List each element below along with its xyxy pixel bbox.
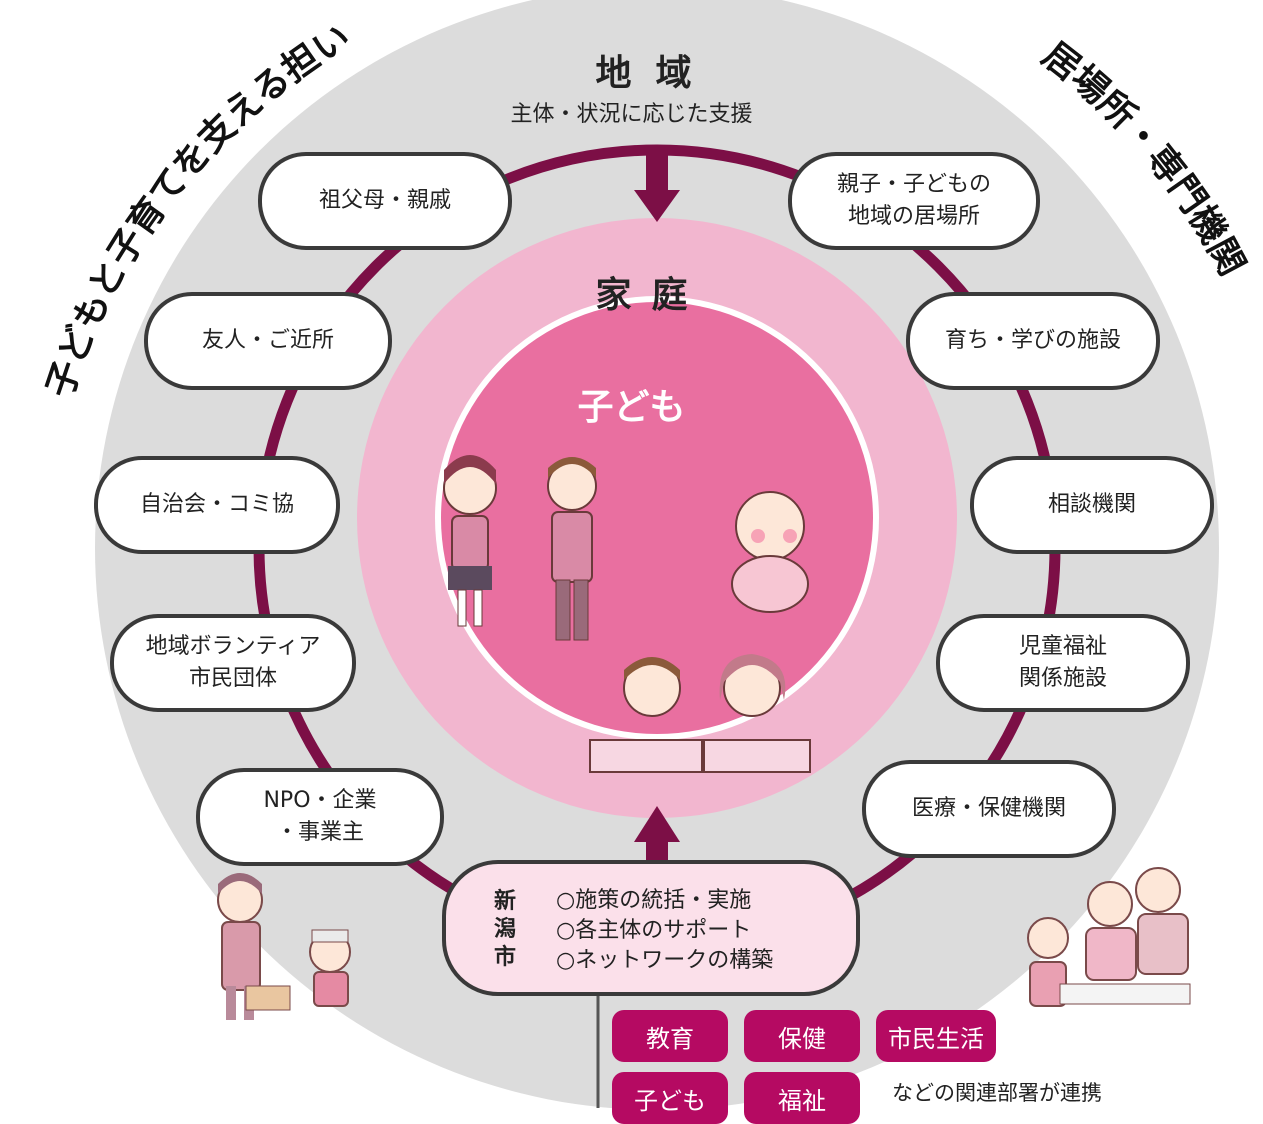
adults-talking-illustration (1027, 867, 1191, 1007)
right-item-label: 相談機関 (1047, 492, 1136, 517)
left-item-label: 友人・ご近所 (201, 328, 334, 353)
niigata-city-box: 新潟市 ○施策の統括・実施 ○各主体のサポート ○ネットワークの構築 (442, 860, 860, 996)
top-down-arrow (634, 150, 680, 222)
city-items: ○施策の統括・実施 ○各主体のサポート ○ネットワークの構築 (556, 886, 773, 976)
right-item-label: 育ち・学びの施設 (944, 328, 1121, 353)
left-item-label: NPO・企業 ・事業主 (263, 788, 377, 845)
left-item-label: 自治会・コミ協 (139, 492, 294, 517)
family-title: 家庭 (595, 275, 708, 316)
city-label: 新潟市 (493, 889, 516, 970)
left-item-npo: NPO・企業 ・事業主 (196, 768, 444, 866)
right-item-label: 医療・保健機関 (911, 796, 1066, 821)
dept-children: 子ども (612, 1072, 728, 1124)
dept-education: 教育 (612, 1010, 728, 1062)
left-item-friends: 友人・ご近所 (144, 292, 392, 390)
right-item-welfare: 児童福祉 関係施設 (936, 614, 1190, 712)
dept-welfare: 福祉 (744, 1072, 860, 1124)
right-item-learning: 育ち・学びの施設 (906, 292, 1160, 390)
department-note: などの関連部署が連携 (892, 1081, 1102, 1105)
left-item-label: 地域ボランティア 市民団体 (145, 634, 321, 691)
right-item-consultation: 相談機関 (970, 456, 1214, 554)
left-item-community: 自治会・コミ協 (94, 456, 340, 554)
right-item-places: 親子・子どもの 地域の居場所 (788, 152, 1040, 250)
dept-health: 保健 (744, 1010, 860, 1062)
left-item-grandparents: 祖父母・親戚 (258, 152, 512, 250)
right-item-medical: 医療・保健機関 (862, 760, 1116, 858)
left-item-label: 祖父母・親戚 (318, 188, 451, 213)
city-item: ○各主体のサポート (556, 918, 752, 943)
region-title: 地域 (595, 53, 716, 94)
city-item: ○ネットワークの構築 (556, 948, 774, 973)
dept-civic-life: 市民生活 (876, 1010, 996, 1062)
children-illustration (443, 455, 811, 773)
child-title: 子ども (577, 387, 686, 428)
elder-and-child-illustration (217, 873, 351, 1020)
region-subtitle: 主体・状況に応じた支援 (510, 102, 753, 127)
right-item-label: 親子・子どもの 地域の居場所 (836, 172, 991, 229)
city-item: ○施策の統括・実施 (556, 888, 752, 913)
child-circle (441, 302, 873, 734)
bottom-up-arrow (634, 806, 680, 864)
left-item-volunteer: 地域ボランティア 市民団体 (110, 614, 356, 712)
right-item-label: 児童福祉 関係施設 (1018, 634, 1107, 691)
